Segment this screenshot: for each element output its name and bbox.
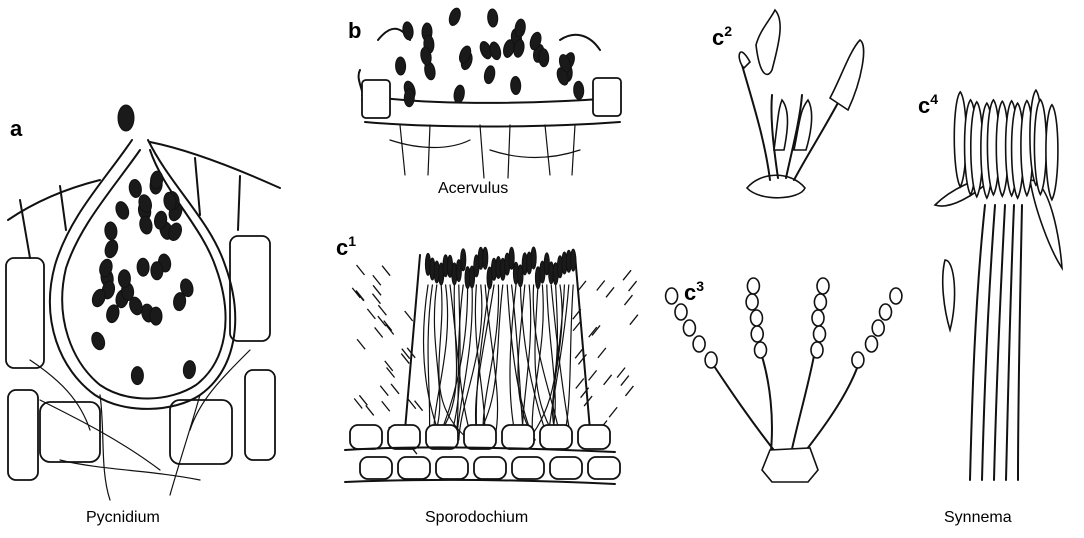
- panel-label-c2: c2: [712, 20, 732, 49]
- panel-label-c1: c1: [336, 230, 356, 259]
- acervulus-drawing: [359, 7, 621, 178]
- synnema-drawing: [935, 90, 1062, 480]
- conidiophore-chains-c3-drawing: [666, 278, 902, 482]
- panel-label-b: b: [348, 20, 361, 42]
- pycnidium-drawing: [6, 105, 280, 500]
- caption-acervulus: Acervulus: [438, 180, 508, 198]
- caption-synnema: Synnema: [944, 509, 1012, 527]
- caption-sporodochium: Sporodochium: [425, 509, 528, 527]
- conidiophore-cluster-c2-drawing: [739, 10, 863, 198]
- caption-pycnidium: Pycnidium: [86, 509, 160, 527]
- panel-label-c3: c3: [684, 275, 704, 304]
- sporodochium-drawing: [345, 247, 638, 484]
- panel-label-a: a: [10, 118, 22, 140]
- panel-label-c4: c4: [918, 88, 938, 117]
